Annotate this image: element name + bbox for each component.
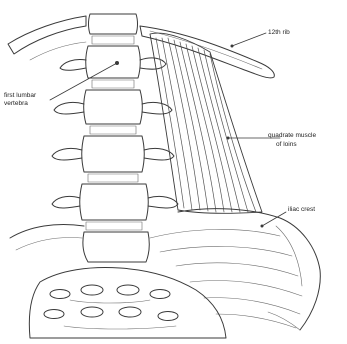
label-first-lumbar: first lumbar [4, 92, 37, 99]
label-12th-rib: 12th rib [268, 29, 290, 36]
label-iliac-crest: iliac crest [288, 206, 315, 213]
iliac-crest [150, 209, 320, 330]
right-transverse-processes [140, 58, 178, 208]
label-vertebra: vertebra [4, 100, 28, 107]
left-iliac [10, 225, 84, 239]
sacrum [29, 268, 226, 338]
left-upper-rib [8, 16, 86, 54]
left-transverse-processes [52, 59, 86, 208]
vertebral-column [80, 14, 150, 262]
quadrate-muscle [150, 33, 262, 213]
label-quadrate-muscle: quadrate muscle [268, 132, 316, 139]
leader-line-rib [232, 33, 266, 46]
label-of-loins: of loins [276, 141, 297, 148]
